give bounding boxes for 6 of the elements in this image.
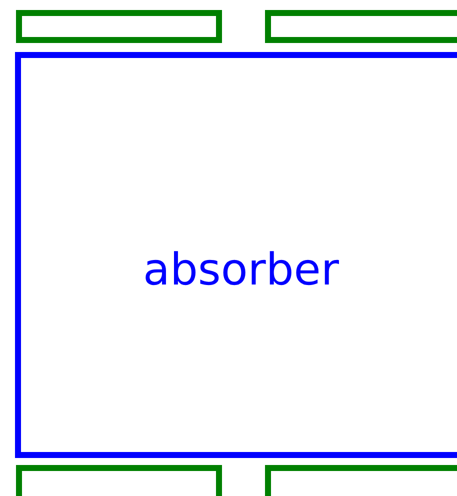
bar-outline bbox=[16, 10, 222, 43]
bar-outline bbox=[265, 465, 457, 496]
bar-outline bbox=[16, 465, 222, 496]
absorber-box bbox=[15, 52, 457, 458]
bar-outline bbox=[265, 10, 457, 43]
box-label: absorber bbox=[143, 244, 339, 296]
